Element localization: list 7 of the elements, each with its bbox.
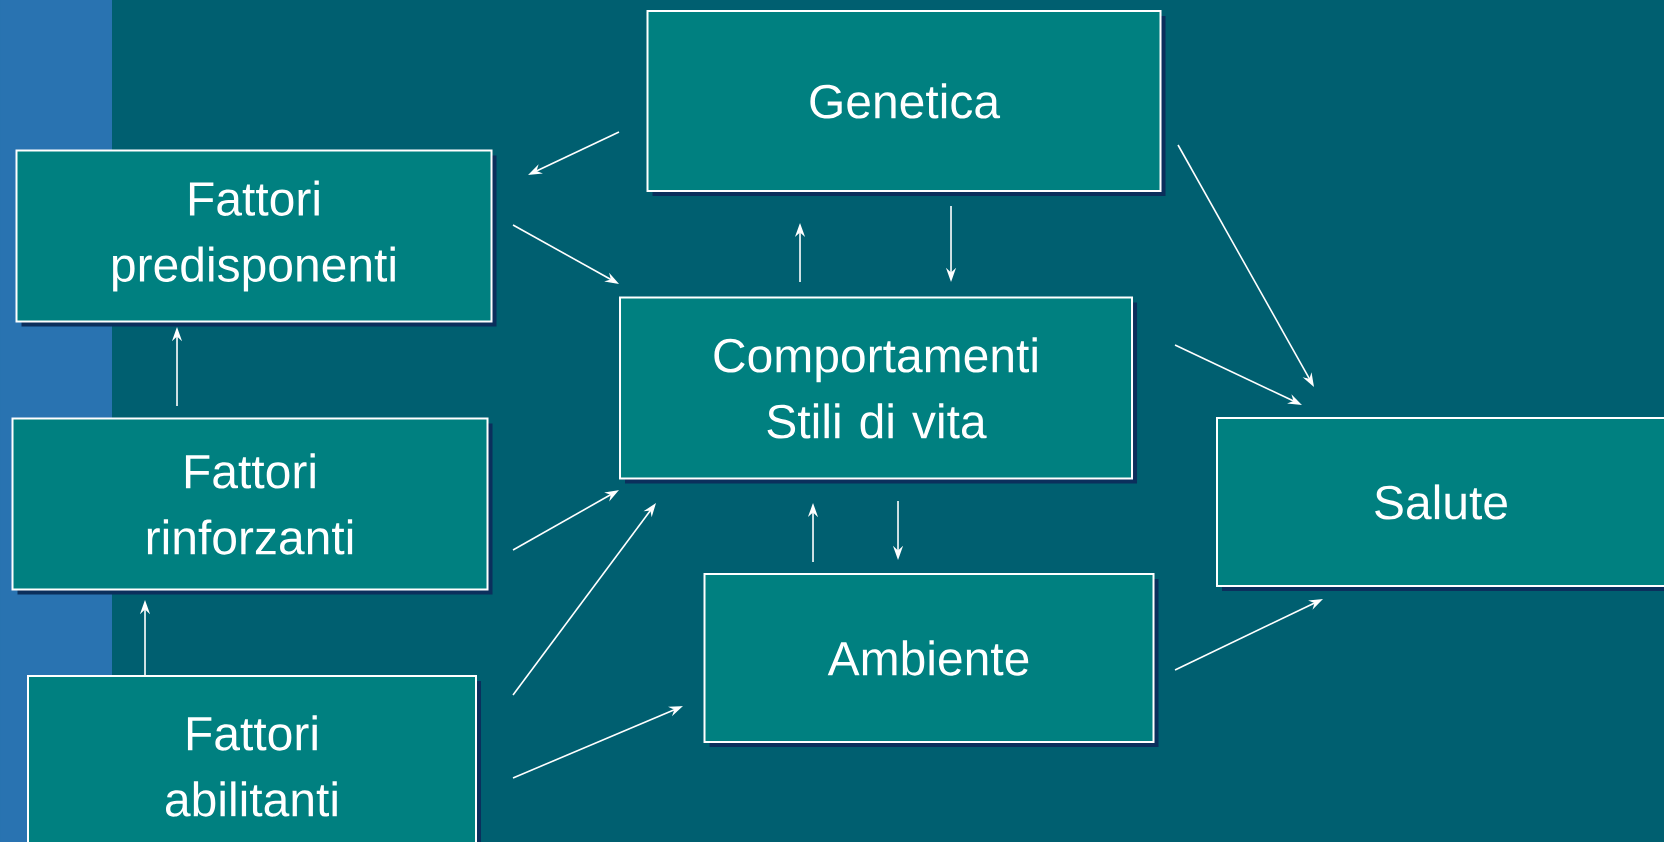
process-box: Genetica xyxy=(646,10,1166,196)
process-box: Salute xyxy=(1216,417,1664,591)
process-box: Fattori predisponenti xyxy=(15,149,497,327)
process-box: Comportamenti Stili di vita xyxy=(619,296,1137,484)
process-box: Ambiente xyxy=(703,573,1159,747)
process-box: Fattori abilitanti xyxy=(27,675,481,842)
process-box: Fattori rinforzanti xyxy=(11,417,493,595)
